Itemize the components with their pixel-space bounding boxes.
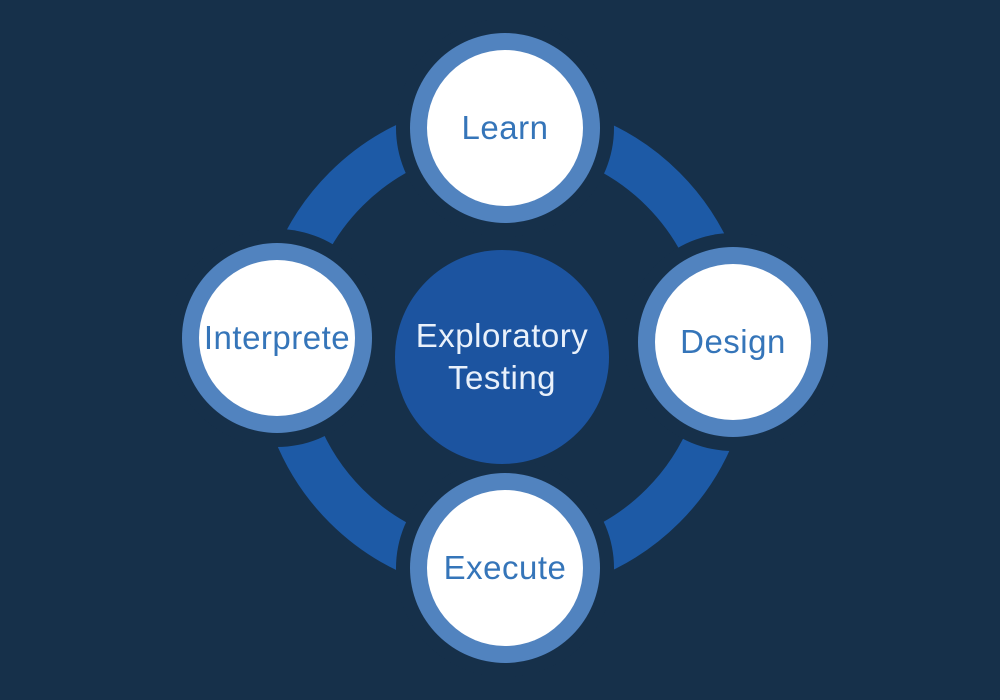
node-learn-circle: Learn	[427, 50, 583, 206]
node-execute: Execute	[410, 473, 600, 663]
node-execute-circle: Execute	[427, 490, 583, 646]
node-design-label: Design	[680, 323, 786, 360]
center-label: Exploratory Testing	[415, 316, 589, 396]
center-circle: Exploratory Testing	[395, 250, 609, 464]
node-learn: Learn	[410, 33, 600, 223]
node-interprete: Interprete	[182, 243, 372, 433]
node-design-circle: Design	[655, 264, 811, 420]
node-design: Design	[638, 247, 828, 437]
node-interprete-circle: Interprete	[199, 260, 355, 416]
node-interprete-label: Interprete	[203, 319, 351, 356]
node-execute-label: Execute	[443, 549, 567, 586]
node-learn-label: Learn	[461, 109, 549, 146]
